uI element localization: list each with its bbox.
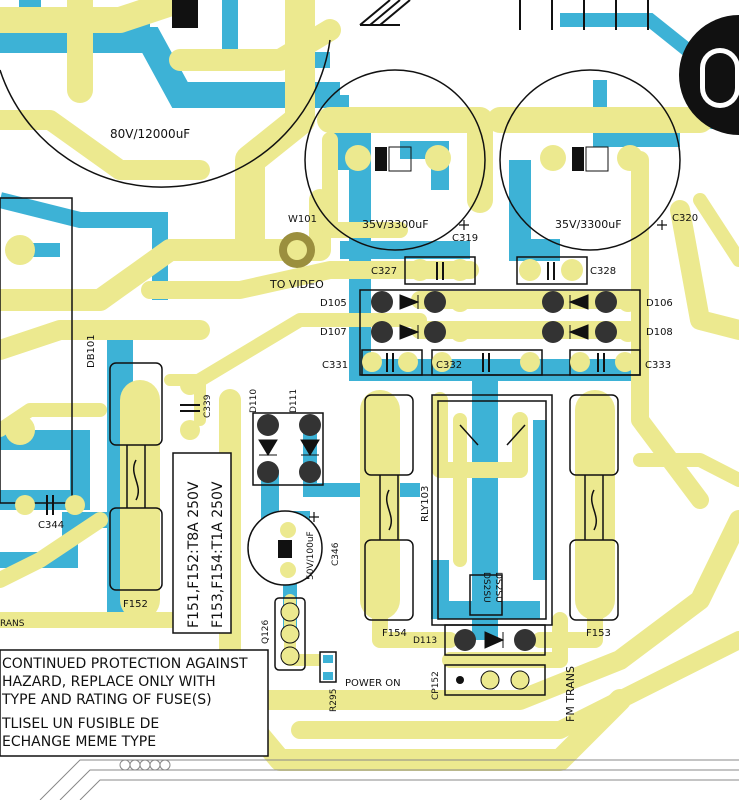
label-cap-main: 80V/12000uF <box>110 127 190 141</box>
label-trans-partial: RANS <box>0 619 25 629</box>
fuse-f152 <box>109 362 163 591</box>
label-c344: C344 <box>38 520 64 531</box>
hatched-symbol-top <box>359 0 411 26</box>
warning-line-2: HAZARD, REPLACE ONLY WITH <box>2 674 216 690</box>
capacitor-c319-pad-a <box>345 145 371 171</box>
label-w101: W101 <box>288 214 317 225</box>
label-q126: Q126 <box>261 619 271 644</box>
label-d105: D105 <box>320 298 347 309</box>
resistor-r295 <box>319 651 337 683</box>
capacitor-c320-body <box>585 146 609 172</box>
db101-pad-b <box>5 415 35 445</box>
label-c319-value: 35V/3300uF <box>362 218 429 231</box>
top-connector-leads <box>519 0 649 30</box>
label-c333: C333 <box>645 360 671 371</box>
capacitor-symbols-row1 <box>436 262 555 280</box>
label-fuse-rating-1: F151,F152:T8A 250V <box>186 481 202 628</box>
capacitor-c319-body <box>388 146 412 172</box>
warning-line-1: CONTINUED PROTECTION AGAINST <box>2 656 248 672</box>
label-r295: R295 <box>329 689 339 712</box>
label-d108: D108 <box>646 327 673 338</box>
label-power-on: POWER ON <box>345 678 401 689</box>
capacitor-c328-pad-a <box>519 259 541 281</box>
label-c328: C328 <box>590 266 616 277</box>
label-d110: D110 <box>249 389 259 413</box>
label-db101: DB101 <box>86 334 97 368</box>
capacitor-c328-pad-b <box>561 259 583 281</box>
capacitor-c328-outline <box>516 256 588 285</box>
capacitor-c319-pad-b <box>425 145 451 171</box>
label-f153: F153 <box>586 628 611 639</box>
label-c319: C319 <box>452 233 478 244</box>
label-c331: C331 <box>322 360 348 371</box>
capacitor-c346 <box>247 510 323 586</box>
diode-bridge-upper <box>359 289 641 376</box>
fuse-f154 <box>364 394 414 621</box>
label-d107: D107 <box>320 327 347 338</box>
label-d106: D106 <box>646 298 673 309</box>
mounting-hole-right <box>679 15 739 135</box>
warning-text: CONTINUED PROTECTION AGAINST HAZARD, REP… <box>1 656 248 750</box>
label-c346-value: 50V/100uF <box>306 531 316 580</box>
capacitor-c320-outline <box>499 69 681 251</box>
db101-pad-a <box>5 235 35 265</box>
bottom-edge-lines <box>39 759 739 800</box>
capacitor-c327-pad-b <box>449 259 471 281</box>
db101-outline <box>0 197 73 504</box>
capacitor-main-pad <box>172 0 198 28</box>
transistor-q126 <box>274 597 306 671</box>
label-c339: C339 <box>203 394 213 418</box>
capacitors-row3 <box>361 349 641 376</box>
capacitor-c319-outline <box>304 69 486 251</box>
label-c320: C320 <box>672 213 698 224</box>
capacitor-c327-pad-a <box>409 259 431 281</box>
label-f152: F152 <box>123 599 148 610</box>
capacitor-c320-band <box>572 147 584 171</box>
label-to-video: TO VIDEO <box>269 278 324 291</box>
label-d113: D113 <box>413 636 437 646</box>
label-d111: D111 <box>289 389 299 413</box>
warning-line-4: TLISEL UN FUSIBLE DE <box>1 716 159 732</box>
warning-line-5: ECHANGE MEME TYPE <box>2 734 156 750</box>
capacitor-c320-pad-b <box>617 145 643 171</box>
w101-test-point-center <box>287 240 307 260</box>
fuse-rating-box <box>172 452 232 634</box>
capacitor-c327-outline <box>404 256 476 285</box>
label-c320-value: 35V/3300uF <box>555 218 622 231</box>
diode-d113 <box>444 624 546 656</box>
label-ds2su-2: DS2SU <box>493 572 503 603</box>
label-f154: F154 <box>382 628 407 639</box>
connector-cp152 <box>444 664 546 696</box>
label-cp152: CP152 <box>431 671 441 700</box>
warning-box <box>0 649 269 757</box>
capacitor-c320-pad-a <box>540 145 566 171</box>
silkscreen-labels: 80V/12000uF 35V/3300uF C319 35V/3300uF C… <box>0 127 698 722</box>
capacitor-c339 <box>180 375 200 440</box>
label-c327: C327 <box>371 266 397 277</box>
capacitor-c319-band <box>375 147 387 171</box>
capacitor-main <box>0 0 331 188</box>
label-c346: C346 <box>331 542 341 566</box>
diodes-d110-d111 <box>252 412 324 486</box>
label-ds2su-1: DS2SU <box>481 572 491 603</box>
label-fm-trans: FM TRANS <box>564 666 577 722</box>
label-rly103: RLY103 <box>420 486 431 522</box>
label-c332: C332 <box>436 360 462 371</box>
capacitor-c344 <box>15 495 85 515</box>
label-fuse-rating-2: F153,F154:T1A 250V <box>210 481 226 628</box>
polarity-markers <box>309 220 667 522</box>
warning-line-3: TYPE AND RATING OF FUSE(S) <box>1 692 212 708</box>
fuse-f153 <box>569 394 619 621</box>
